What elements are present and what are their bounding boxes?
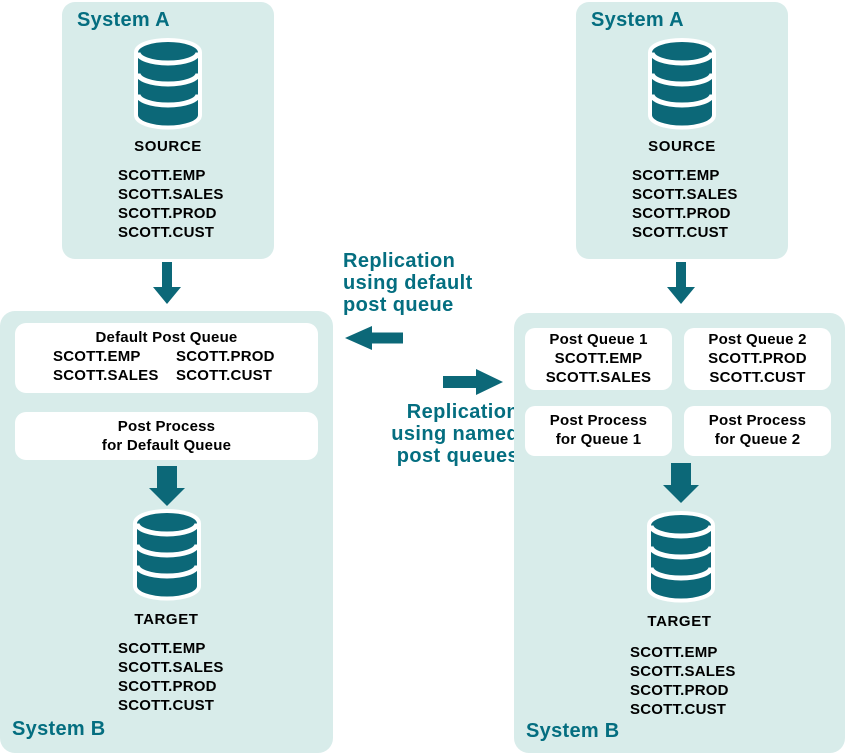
panel-system-a-right: System A SOURCE SCOTT.EMP SCOTT.SALES SC… bbox=[576, 2, 788, 259]
table-name: SCOTT.PROD bbox=[630, 682, 729, 699]
table-name: SCOTT.EMP bbox=[554, 350, 643, 367]
table-name: SCOTT.EMP bbox=[53, 348, 141, 365]
panel-system-b-right: Post Queue 1 SCOTT.EMP SCOTT.SALES Post … bbox=[514, 313, 845, 753]
table-name: SCOTT.PROD bbox=[118, 678, 217, 695]
post-process-2-box: Post Process for Queue 2 bbox=[684, 406, 831, 456]
queue-table-columns: SCOTT.EMP SCOTT.SALES SCOTT.PROD SCOTT.C… bbox=[15, 347, 318, 385]
post-queue-2-box: Post Queue 2 SCOTT.PROD SCOTT.CUST bbox=[684, 328, 831, 390]
panel-system-a-left: System A SOURCE SCOTT.EMP SCOTT.SALES SC… bbox=[62, 2, 274, 259]
arrow-left-icon bbox=[345, 326, 403, 355]
arrow-down-icon bbox=[663, 463, 699, 508]
replication-named-label: Replication using named post queues bbox=[391, 401, 519, 467]
table-name: SCOTT.SALES bbox=[630, 663, 736, 680]
queue-box-title: Post Queue 2 bbox=[708, 331, 807, 348]
table-name: SCOTT.EMP bbox=[118, 640, 206, 657]
database-icon bbox=[643, 510, 719, 609]
process-line: for Default Queue bbox=[101, 437, 232, 454]
post-process-1-box: Post Process for Queue 1 bbox=[525, 406, 672, 456]
queue-column-2: SCOTT.PROD SCOTT.CUST bbox=[176, 347, 275, 385]
default-post-queue-box: Default Post Queue SCOTT.EMP SCOTT.SALES… bbox=[15, 323, 318, 393]
table-name: SCOTT.EMP bbox=[630, 644, 718, 661]
queue-box-title: Default Post Queue bbox=[95, 329, 238, 346]
table-name: SCOTT.PROD bbox=[708, 350, 807, 367]
database-icon bbox=[129, 508, 205, 607]
table-name: SCOTT.PROD bbox=[632, 205, 731, 222]
table-name: SCOTT.SALES bbox=[118, 186, 224, 203]
panel-system-b-left: Default Post Queue SCOTT.EMP SCOTT.SALES… bbox=[0, 311, 333, 753]
table-name: SCOTT.PROD bbox=[176, 348, 275, 365]
table-name: SCOTT.SALES bbox=[53, 367, 159, 384]
table-name: SCOTT.CUST bbox=[630, 701, 727, 718]
arrow-down-icon bbox=[149, 466, 185, 511]
process-line: for Queue 1 bbox=[555, 431, 642, 448]
process-line: for Queue 2 bbox=[714, 431, 801, 448]
table-name: SCOTT.CUST bbox=[118, 697, 215, 714]
database-icon bbox=[644, 37, 720, 136]
table-name: SCOTT.SALES bbox=[632, 186, 738, 203]
system-a-left-title: System A bbox=[77, 9, 170, 31]
table-name: SCOTT.CUST bbox=[632, 224, 729, 241]
target-db-label: TARGET bbox=[647, 613, 712, 630]
table-name: SCOTT.EMP bbox=[632, 167, 720, 184]
table-name: SCOTT.EMP bbox=[118, 167, 206, 184]
source-db-label: SOURCE bbox=[648, 138, 716, 155]
database-icon bbox=[130, 37, 206, 136]
system-b-right-title: System B bbox=[526, 720, 620, 742]
target-db-label: TARGET bbox=[134, 611, 199, 628]
process-line: Post Process bbox=[708, 412, 807, 429]
arrow-right-icon bbox=[443, 369, 503, 400]
system-b-left-title: System B bbox=[12, 718, 106, 740]
queue-column-1: SCOTT.EMP SCOTT.SALES bbox=[53, 347, 176, 385]
queue-box-title: Post Queue 1 bbox=[549, 331, 648, 348]
table-name: SCOTT.PROD bbox=[118, 205, 217, 222]
process-line: Post Process bbox=[549, 412, 648, 429]
source-db-label: SOURCE bbox=[134, 138, 202, 155]
source-table-list: SCOTT.EMP SCOTT.SALES SCOTT.PROD SCOTT.C… bbox=[118, 166, 224, 242]
table-name: SCOTT.CUST bbox=[118, 224, 215, 241]
source-table-list: SCOTT.EMP SCOTT.SALES SCOTT.PROD SCOTT.C… bbox=[632, 166, 738, 242]
process-line: Post Process bbox=[117, 418, 216, 435]
arrow-down-icon bbox=[153, 262, 181, 309]
target-table-list: SCOTT.EMP SCOTT.SALES SCOTT.PROD SCOTT.C… bbox=[118, 639, 224, 715]
default-post-process-box: Post Process for Default Queue bbox=[15, 412, 318, 460]
target-table-list: SCOTT.EMP SCOTT.SALES SCOTT.PROD SCOTT.C… bbox=[630, 643, 736, 719]
table-name: SCOTT.CUST bbox=[176, 367, 273, 384]
table-name: SCOTT.SALES bbox=[118, 659, 224, 676]
system-a-right-title: System A bbox=[591, 9, 684, 31]
arrow-down-icon bbox=[667, 262, 695, 309]
replication-default-label: Replication using default post queue bbox=[343, 250, 473, 316]
table-name: SCOTT.CUST bbox=[709, 369, 806, 386]
post-queue-1-box: Post Queue 1 SCOTT.EMP SCOTT.SALES bbox=[525, 328, 672, 390]
table-name: SCOTT.SALES bbox=[545, 369, 652, 386]
